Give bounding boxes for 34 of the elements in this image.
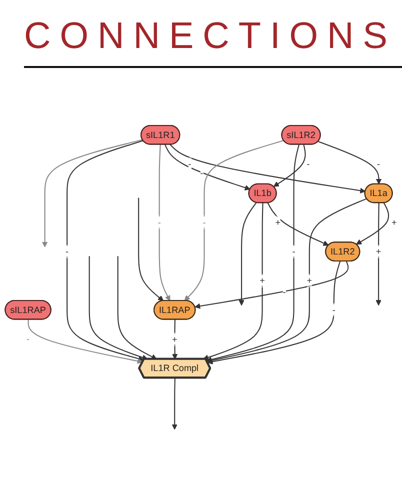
arrow (206, 198, 367, 364)
arrow (207, 261, 341, 364)
edge-label: - (188, 158, 192, 169)
arrow (194, 261, 349, 309)
edge-label: - (66, 246, 69, 256)
arrow (42, 139, 143, 248)
edge-label: - (292, 246, 296, 256)
arrow (206, 144, 300, 362)
edge-label: - (202, 216, 206, 228)
arrow (172, 378, 178, 430)
edge-label: - (377, 158, 380, 169)
arrow (267, 202, 329, 246)
edge-label: - (200, 168, 204, 178)
arrow (273, 144, 306, 187)
edge-label: - (26, 334, 30, 344)
arrow (117, 256, 157, 360)
edge-label: - (332, 304, 336, 315)
arrow (356, 202, 390, 245)
arrow (238, 202, 257, 306)
edge-label: + (392, 216, 397, 228)
edge-label: + (376, 246, 382, 256)
title: CONNECTIONS (24, 14, 396, 58)
edge-label: + (260, 275, 265, 286)
edge-label: + (275, 216, 281, 228)
arrow (88, 256, 148, 360)
edge-label: - (306, 158, 310, 169)
arrow (138, 198, 164, 302)
arrow (184, 140, 284, 302)
arrow (164, 144, 250, 190)
edge-label: + (306, 275, 312, 286)
arrow (170, 144, 366, 194)
edge-label: + (172, 334, 178, 344)
edge-label: - (158, 216, 161, 228)
edge-label: - (282, 286, 286, 297)
